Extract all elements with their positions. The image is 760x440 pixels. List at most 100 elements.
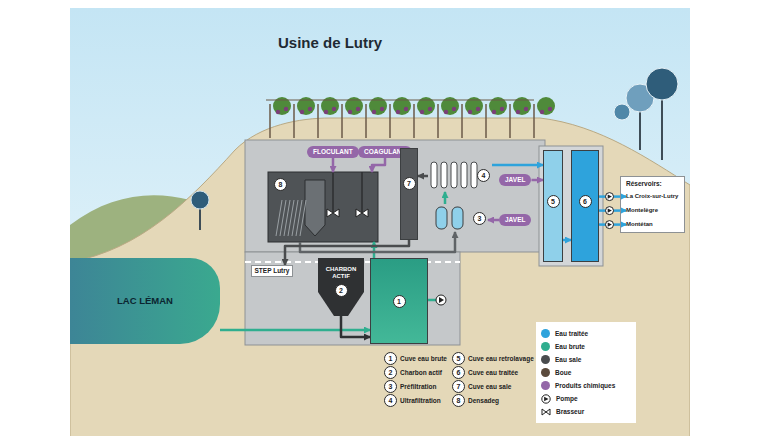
pipe-connector [341,316,370,337]
legend-symbol [541,394,551,404]
callout-number: 7 [452,380,465,393]
vine-post [413,104,415,138]
pump-symbol [606,207,614,215]
pump-symbol [606,221,614,229]
grape [284,107,288,111]
tank: 7 [400,148,418,240]
node-label: LAC LÉMAN [117,295,173,306]
pump-symbol [608,222,612,226]
pump-symbol [606,193,614,201]
grape [516,110,520,114]
vine-post [509,104,511,138]
key-text: Préfiltration [400,383,436,390]
key-text: Cuve eau sale [468,383,511,390]
vine-post [461,104,463,138]
callout-number: 1 [393,295,406,308]
pump-pipe [428,299,436,302]
vine-post [341,104,343,138]
pipe-connector [372,158,385,172]
chemical-tag: FLOCULANT [307,146,359,158]
grape [500,107,504,111]
tank: 1 [370,258,428,344]
hopper-shape [318,258,364,316]
key-text: Cuve eau retrolavage [468,355,534,362]
pipe-connector [332,158,335,172]
grape [444,110,448,114]
legend-swatch [541,342,550,351]
treatment-unit: 8 [268,172,378,242]
callout-number: 8 [274,178,287,191]
pipe-connector [373,242,376,258]
node-label: JAVEL [505,176,525,184]
grape [524,107,528,111]
callout-number: 6 [452,366,465,379]
grape [372,110,376,114]
legend-swatch [541,355,550,364]
grape [356,107,360,111]
treatment-unit: 3 [432,204,488,232]
legend-text: Pompe [556,395,578,402]
vineyard [266,97,555,138]
vine-post [269,104,271,138]
vine-post [317,104,319,138]
tree [646,68,678,100]
grape [276,110,280,114]
callout-number: 2 [335,284,348,297]
callout-number: 4 [384,394,397,407]
prefilter-capsule [452,207,463,229]
grape [404,107,408,111]
node-label: Montétan [626,221,653,228]
chemical-tag: JAVEL [499,214,531,226]
mixer-shaft [332,172,334,212]
node-label: Montelègre [626,207,658,214]
diagram-title: Usine de Lutry [278,34,382,51]
mixer-symbol [327,209,339,217]
pipe-connector [300,232,455,252]
grape [548,107,552,111]
node-label: La Croix-sur-Lutry [626,193,678,200]
tree [614,104,630,120]
grape [308,107,312,111]
callout-number: 7 [403,177,416,190]
key-text: Ultrafiltration [400,397,441,404]
node-label: Réservoirs: [621,177,684,191]
reservoir-name: Montelègre [626,207,658,214]
pump-symbol [544,396,548,401]
node-label: FLOCULANT [313,148,353,156]
tank: 5 [543,150,563,262]
callout-number: 2 [384,366,397,379]
legend-row: Boue [541,366,631,379]
grape [468,110,472,114]
legend-text: Eau sale [555,356,581,363]
grape [420,110,424,114]
key-text: Cuve eau brute [400,355,447,362]
pipe-connector [444,192,447,204]
legend-text: Eau brute [555,343,585,350]
reservoir-ground [620,176,685,233]
plant-upper-hall [245,140,545,252]
reservoir-name: La Croix-sur-Lutry [626,193,678,200]
pipe-connector [492,164,543,167]
chemical-tag: JAVEL [499,174,531,186]
treatment-unit: 4 [428,158,492,192]
lamella-pack [276,200,306,236]
legend-text: Boue [555,369,571,376]
legend-row: Eau traitée [541,327,631,340]
membrane [451,162,457,188]
vine-post [533,104,535,138]
legend-swatch [541,329,550,338]
legend-row: Pompe [541,392,631,405]
pump-symbol [439,297,444,303]
reservoir-name: Montétan [626,221,653,228]
legend-box: Eau traitéeEau bruteEau saleBoueProduits… [536,322,636,423]
legend-swatch [541,368,550,377]
legend-text: Eau traitée [555,330,588,337]
pipe-connector [220,329,370,332]
grape [324,110,328,114]
carbon-hopper: CHARBON ACTIF2 [318,258,364,316]
legend-row: Produits chimiques [541,379,631,392]
tree [191,191,209,209]
legend-symbol [541,407,551,417]
